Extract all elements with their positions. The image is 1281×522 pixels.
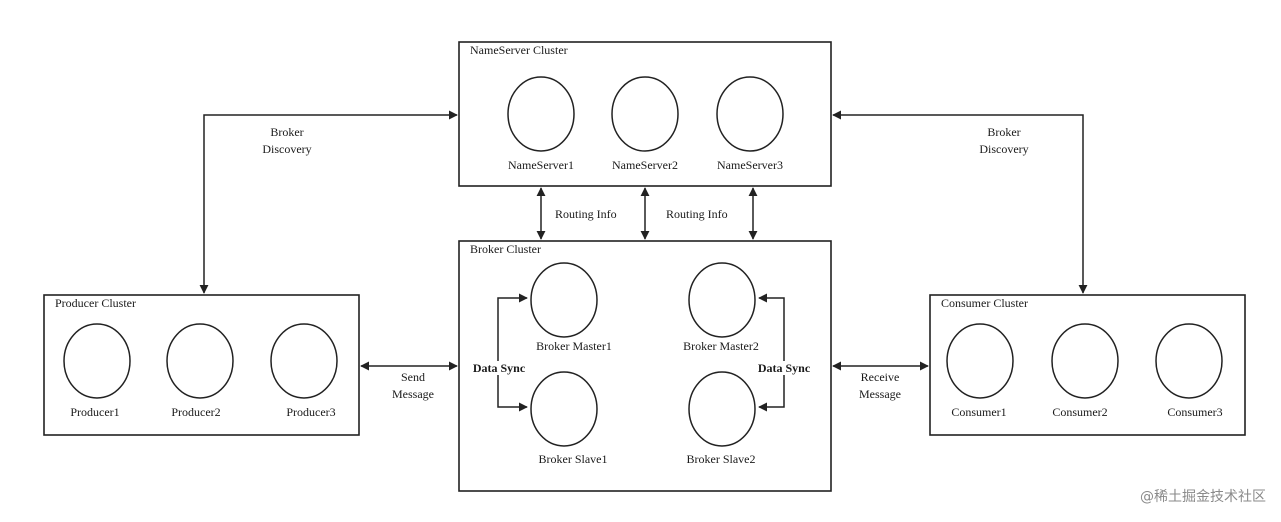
data-sync-right-connector: [758, 293, 785, 412]
consumer2-label: Consumer2: [1052, 405, 1107, 419]
producer1-node: [63, 323, 131, 399]
broker-discovery-right-line1: Broker: [987, 125, 1020, 139]
broker-master2-label: Broker Master2: [683, 339, 759, 353]
consumer1-label: Consumer1: [951, 405, 1006, 419]
nameserver3-node: [716, 76, 784, 152]
nameserver-cluster: NameServer Cluster NameServer1 NameServe…: [458, 41, 832, 187]
nameserver1-label: NameServer1: [508, 158, 574, 172]
data-sync-left-connector: [497, 293, 528, 412]
consumer3-label: Consumer3: [1167, 405, 1222, 419]
consumer3-node: [1155, 323, 1223, 399]
nameserver2-node: [611, 76, 679, 152]
producer3-label: Producer3: [286, 405, 335, 419]
broker-discovery-left-arrow: [199, 110, 458, 294]
broker-discovery-left-line1: Broker: [270, 125, 303, 139]
consumer-cluster-title: Consumer Cluster: [941, 296, 1028, 310]
consumer1-node: [946, 323, 1014, 399]
broker-discovery-right-arrow: [832, 110, 1088, 294]
producer-cluster: Producer Cluster Producer1 Producer2 Pro…: [43, 294, 360, 436]
receive-message-line2: Message: [859, 387, 901, 401]
broker-discovery-right-line2: Discovery: [979, 142, 1028, 156]
broker-master1-node: [530, 262, 598, 338]
receive-message-line1: Receive: [861, 370, 900, 384]
send-message-line2: Message: [392, 387, 434, 401]
watermark-text: @稀土掘金技术社区: [1140, 489, 1266, 505]
nameserver3-label: NameServer3: [717, 158, 783, 172]
nameserver1-node: [507, 76, 575, 152]
data-sync-right-label: Data Sync: [758, 361, 811, 375]
broker-cluster-title: Broker Cluster: [470, 242, 541, 256]
broker-master1-label: Broker Master1: [536, 339, 612, 353]
routing-info-label-2: Routing Info: [666, 207, 728, 221]
send-message-line1: Send: [401, 370, 425, 384]
broker-discovery-left-line2: Discovery: [262, 142, 311, 156]
producer2-node: [166, 323, 234, 399]
producer2-label: Producer2: [171, 405, 220, 419]
broker-cluster: Broker Cluster Broker Master1 Broker Mas…: [458, 240, 832, 492]
broker-slave1-label: Broker Slave1: [539, 452, 608, 466]
producer3-node: [270, 323, 338, 399]
routing-info-label-1: Routing Info: [555, 207, 617, 221]
data-sync-left-label: Data Sync: [473, 361, 526, 375]
consumer2-node: [1051, 323, 1119, 399]
broker-slave2-node: [688, 371, 756, 447]
broker-master2-node: [688, 262, 756, 338]
nameserver-cluster-title: NameServer Cluster: [470, 43, 568, 57]
broker-slave1-node: [530, 371, 598, 447]
broker-slave2-label: Broker Slave2: [687, 452, 756, 466]
producer1-label: Producer1: [70, 405, 119, 419]
producer-cluster-title: Producer Cluster: [55, 296, 136, 310]
consumer-cluster: Consumer Cluster Consumer1 Consumer2 Con…: [929, 294, 1246, 436]
nameserver2-label: NameServer2: [612, 158, 678, 172]
